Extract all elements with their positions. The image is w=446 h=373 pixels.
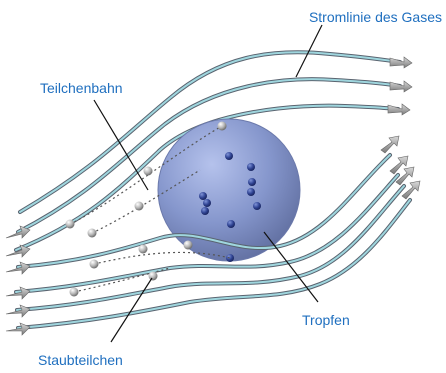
arrow-icon [390, 57, 412, 68]
captured-particle [201, 207, 209, 215]
droplet [158, 119, 300, 261]
dust-particle [88, 229, 97, 238]
dust-particle [144, 167, 153, 176]
inflow-arrows [6, 226, 30, 335]
captured-particle [225, 152, 233, 160]
label-droplet: Tropfen [302, 312, 350, 328]
dust-particle [135, 202, 144, 211]
outflow-arrows [381, 57, 420, 199]
dust-particle [218, 122, 227, 131]
arrow-icon [390, 81, 412, 92]
arrow-icon [6, 323, 30, 335]
captured-particle [199, 192, 207, 200]
arrow-icon [402, 181, 420, 199]
captured-particle [226, 254, 234, 262]
captured-particle [227, 220, 235, 228]
captured-particle [203, 199, 211, 207]
dust-particle [149, 272, 158, 281]
captured-particle [247, 163, 255, 171]
dust-particle [70, 288, 79, 297]
dust-particle [66, 220, 75, 229]
label-trajectory: Teilchenbahn [40, 80, 123, 96]
captured-particle [253, 202, 261, 210]
dust-particle [184, 241, 193, 250]
arrow-icon [390, 156, 408, 174]
arrow-icon [6, 305, 30, 317]
label-streamline: Stromlinie des Gases [309, 9, 442, 25]
captured-particle [247, 188, 255, 196]
captured-particle [248, 178, 256, 186]
arrow-icon [6, 262, 30, 274]
dust-particle [139, 245, 148, 254]
dust-particle [90, 260, 99, 269]
label-dust: Staubteilchen [38, 352, 123, 368]
arrow-icon [381, 136, 399, 153]
arrow-icon [388, 104, 410, 115]
arrow-icon [6, 287, 30, 299]
